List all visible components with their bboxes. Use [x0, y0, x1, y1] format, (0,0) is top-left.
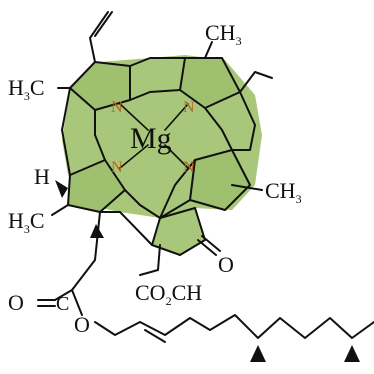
propionate-chain: [54, 211, 101, 301]
ketone-oxygen-label: O: [218, 252, 234, 277]
pyrrole-ring-d: [67, 159, 126, 213]
phytyl-double-bond: [144, 329, 166, 343]
cyclopentanone-ring-e: [151, 207, 206, 256]
ester-carbonyl-oxygen-label: O: [8, 290, 24, 315]
methyl-label-top-left: H3C: [8, 75, 45, 103]
pyrrole-ring-b: [179, 57, 241, 109]
methyl-label-top-right: CH3: [205, 20, 242, 48]
ketone-double-bond: [197, 235, 221, 256]
wedge-bond-h: [55, 180, 68, 198]
ester-oxygen-bond: [71, 289, 83, 316]
tail-wedge-1: [250, 345, 266, 362]
methyl-lower-left-bond: [51, 204, 69, 216]
ester-substituent-bond: [139, 244, 161, 276]
wedge-bond-chain: [90, 224, 104, 238]
nitrogen-label-c: N: [183, 159, 195, 176]
mg-n-bonds: [119, 103, 189, 169]
macrocycle-bonds: [61, 57, 256, 246]
ester-carbonyl-carbon-label: C: [56, 293, 69, 315]
nitrogen-label-b: N: [183, 99, 195, 116]
ester-carbonyl-double-bond: [37, 299, 56, 307]
methyl-top-right-bond: [204, 41, 213, 59]
ester-link-oxygen-label: O: [74, 312, 90, 337]
tail-wedge-2: [344, 345, 360, 362]
methyl-label-lower-left: H3C: [8, 208, 45, 236]
magnesium-label: Mg: [130, 122, 172, 155]
methyl-label-right: CH3: [265, 178, 302, 206]
ester-group-label: CO2CH: [135, 280, 202, 308]
nitrogen-label-d: N: [111, 159, 123, 176]
nitrogen-label-a: N: [111, 99, 123, 116]
ethyl-group-bonds: [239, 71, 273, 93]
methyl-right-bond: [231, 184, 263, 191]
pyrrole-ring-c: [189, 149, 251, 211]
vinyl-group-bonds: [89, 11, 113, 63]
phytyl-tail: [94, 314, 374, 339]
hydrogen-label: H: [34, 164, 50, 189]
pyrrole-ring-a: [69, 61, 131, 111]
